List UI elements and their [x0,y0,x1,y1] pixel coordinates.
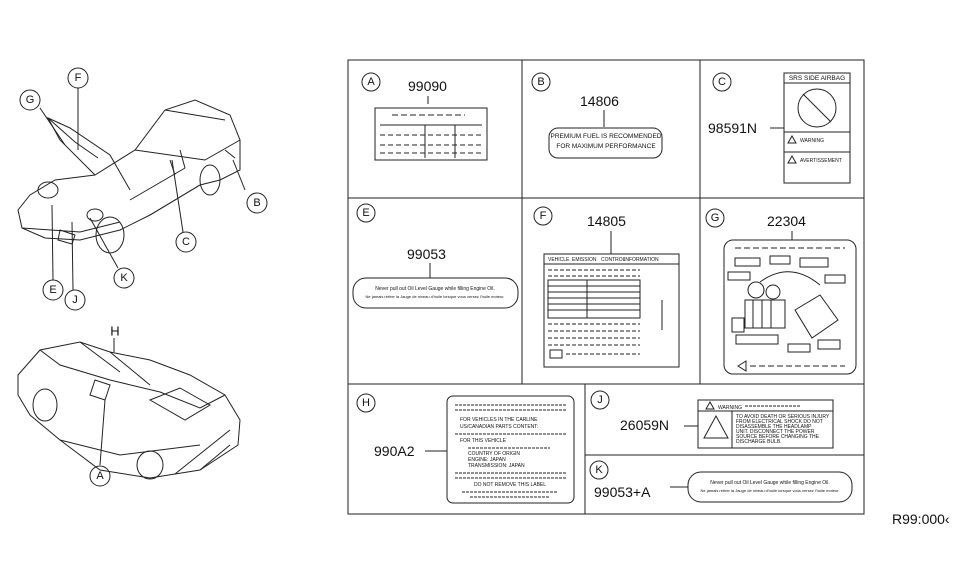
svg-text:Never pull out Oil Level Gauge: Never pull out Oil Level Gauge while fil… [710,480,830,486]
svg-text:FOR MAXIMUM PERFORMANCE: FOR MAXIMUM PERFORMANCE [556,143,656,150]
car-hood-open-leaders [39,88,246,291]
svg-text:G: G [26,94,35,106]
svg-text:COUNTRY OF ORIGIN: COUNTRY OF ORIGIN [468,451,520,457]
label-14805: VEHICLE EMISSION CONTROL INFORMATION [543,253,680,368]
svg-text:C: C [182,236,190,248]
svg-text:CONTROL: CONTROL [601,257,626,263]
svg-text:Ne jamais retirer la Jauge de: Ne jamais retirer la Jauge de niveau d'h… [701,488,840,493]
svg-text:VEHICLE: VEHICLE [548,257,570,263]
svg-text:PREMIUM FUEL IS RECOMMENDED: PREMIUM FUEL IS RECOMMENDED [551,133,662,140]
panel-B: B 14806 PREMIUM FUEL IS RECOMMENDED FOR … [531,72,663,159]
svg-text:G: G [711,212,720,224]
part-number-99053: 99053 [407,246,446,262]
callout-F[interactable]: F [67,67,89,89]
label-990A2: FOR VEHICLES IN THE CARLINE US/CANADIAN … [446,395,575,504]
svg-text:C: C [718,76,726,88]
car-rear-illustration [17,341,241,480]
callout-A[interactable]: A [89,465,111,487]
label-99090 [374,107,488,161]
svg-text:F: F [540,210,547,222]
svg-text:DISASSEMBLE THE HEADLAMP: DISASSEMBLE THE HEADLAMP [736,424,812,430]
car-hood-open-illustration [17,99,241,254]
svg-text:J: J [72,294,78,306]
panel-C: C 98591N SRS SIDE AIRBAG WARNING AVERTIS… [708,72,851,184]
svg-text:Ne jamais retirer la Jauge de: Ne jamais retirer la Jauge de niveau d'h… [366,294,505,299]
svg-text:K: K [595,464,603,476]
diagram-id: R99:000‹ [892,511,950,527]
label-99053-A [687,471,853,503]
svg-text:FROM ELECTRICAL SHOCK DO NOT: FROM ELECTRICAL SHOCK DO NOT [736,419,823,425]
svg-text:A: A [367,76,375,88]
svg-text:B: B [537,76,544,88]
part-number-22304: 22304 [767,213,806,229]
part-number-14805: 14805 [587,213,626,229]
part-number-990A2: 990A2 [374,443,415,459]
panel-E: E 99053 Never pull out Oil Level Gauge w… [352,203,519,309]
svg-text:WARNING: WARNING [800,138,824,144]
panel-H: H 990A2 FOR VEHICLES IN THE CARLINE US/C… [356,393,575,504]
svg-text:Never pull out Oil Level Gauge: Never pull out Oil Level Gauge while fil… [375,286,495,292]
panel-A: A 99090 [361,72,488,161]
svg-text:UNIT. DISCONNECT THE POWER: UNIT. DISCONNECT THE POWER [736,429,815,435]
svg-text:WARNING: WARNING [718,405,742,411]
callout-B[interactable]: B [246,192,268,214]
label-99053 [352,277,519,309]
svg-text:SRS SIDE AIRBAG: SRS SIDE AIRBAG [789,75,845,82]
svg-text:F: F [75,72,82,84]
part-number-26059N: 26059N [620,417,669,433]
callout-K[interactable]: K [113,267,135,289]
part-number-98591N: 98591N [708,120,757,136]
svg-text:TRANSMISSION: JAPAN: TRANSMISSION: JAPAN [468,463,525,469]
svg-text:FOR VEHICLES IN THE CARLINE: FOR VEHICLES IN THE CARLINE [460,417,538,423]
svg-text:INFORMATION: INFORMATION [624,257,659,263]
callout-C[interactable]: C [175,231,197,253]
svg-text:TO AVOID DEATH OR SERIOUS INJU: TO AVOID DEATH OR SERIOUS INJURY [736,414,830,420]
svg-text:H: H [110,324,119,339]
label-26059N: WARNING TO AVOID DEATH OR SERIOUS INJURY… [697,399,834,449]
part-number-99090: 99090 [408,78,447,94]
svg-text:DO NOT REMOVE THIS LABEL: DO NOT REMOVE THIS LABEL [474,482,546,488]
svg-text:FOR THIS VEHICLE: FOR THIS VEHICLE [460,438,507,444]
callout-G[interactable]: G [19,89,41,111]
svg-text:AVERTISSEMENT: AVERTISSEMENT [800,158,842,164]
svg-text:E: E [362,207,369,219]
svg-text:US/CANADIAN PARTS CONTENT:: US/CANADIAN PARTS CONTENT: [460,424,538,430]
svg-text:B: B [253,197,260,209]
svg-text:H: H [362,397,370,409]
car-rear-leaders [99,338,115,466]
svg-text:EMISSION: EMISSION [572,257,597,263]
label-22304 [723,239,857,375]
callout-J[interactable]: J [64,289,86,311]
label-98591N: SRS SIDE AIRBAG WARNING AVERTISSEMENT [783,72,851,184]
svg-text:ENGINE: JAPAN: ENGINE: JAPAN [468,457,506,463]
callout-E[interactable]: E [42,279,64,301]
svg-text:A: A [96,470,104,482]
callout-H[interactable]: H [110,324,119,339]
panel-J: J 26059N WARNING TO AVOID DEATH OR SERIO… [590,390,834,449]
svg-text:DISCHARGE BULB.: DISCHARGE BULB. [736,439,782,445]
svg-text:K: K [120,272,128,284]
panel-F: F 14805 VEHICLE EMISSION CONTROL INFORMA… [533,206,680,368]
svg-text:SOURCE BEFORE CHANGING THE: SOURCE BEFORE CHANGING THE [736,434,820,440]
svg-text:E: E [49,284,56,296]
part-number-14806: 14806 [580,93,619,109]
panel-grid [347,59,865,515]
svg-text:J: J [597,394,603,406]
label-14806 [548,127,663,159]
part-number-99053-A: 99053+A [594,484,651,500]
panel-K: K 99053+A Never pull out Oil Level Gauge… [589,460,853,503]
panel-G: G 22304 [705,208,857,375]
